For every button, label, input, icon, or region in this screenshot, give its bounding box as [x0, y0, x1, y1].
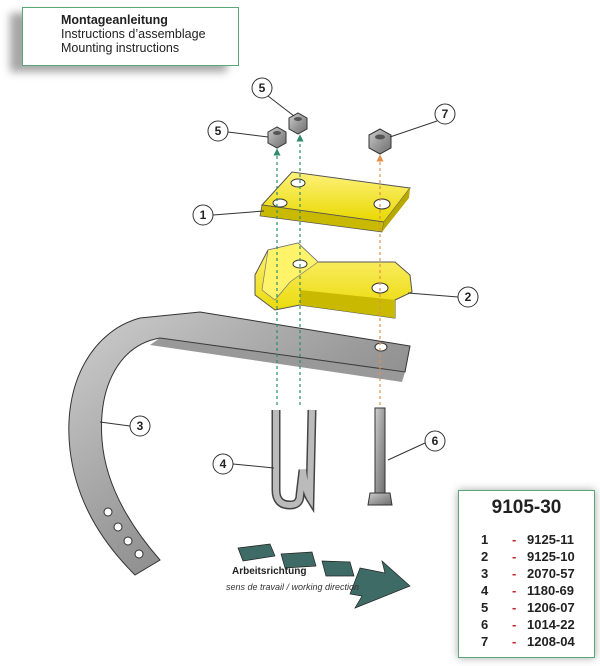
bolt-part-6 — [367, 407, 393, 506]
callout-5a: 5 — [251, 77, 273, 99]
direction-label-de: Arbeitsrichtung — [232, 566, 307, 577]
callout-4: 4 — [212, 453, 234, 475]
part-code: 1208-04 — [527, 634, 575, 649]
plate-part-1 — [259, 171, 411, 233]
part-pos: 6 — [481, 617, 489, 632]
part-pos: 5 — [481, 600, 489, 615]
part-pos: 1 — [481, 532, 489, 547]
part-code: 1180-69 — [527, 583, 574, 598]
svg-text:5: 5 — [259, 81, 266, 95]
separator: - — [512, 549, 517, 564]
callout-3: 3 — [129, 415, 151, 437]
set-number: 9105-30 — [491, 497, 562, 518]
parts-row: 7 -1208-04 — [481, 633, 594, 650]
separator: - — [512, 634, 517, 649]
separator: - — [512, 600, 517, 615]
parts-row: 4 -1180-69 — [481, 582, 594, 599]
parts-row: 1 -9125-11 — [481, 531, 594, 548]
part-code: 1014-22 — [527, 617, 575, 632]
parts-list: 1-9125-11 2-9125-10 3-2070-57 4-1180-69 … — [481, 531, 594, 650]
parts-row: 5 -1206-07 — [481, 599, 594, 616]
part-pos: 4 — [481, 583, 489, 598]
part-code: 2070-57 — [527, 566, 575, 581]
direction-label-fr-en: sens de travail / working direction — [226, 582, 360, 592]
title-english: Mounting instructions — [61, 41, 180, 55]
part-pos: 2 — [481, 549, 489, 564]
assembly-guide-lines — [273, 134, 384, 405]
separator: - — [512, 583, 517, 598]
separator: - — [512, 532, 517, 547]
svg-text:6: 6 — [432, 434, 439, 448]
bracket-part-2 — [254, 242, 413, 319]
parts-row: 3 -2070-57 — [481, 565, 594, 582]
svg-text:5: 5 — [215, 124, 222, 138]
nut-part-7 — [368, 128, 392, 155]
part-code: 9125-11 — [527, 532, 574, 547]
u-bolt-part-4 — [271, 409, 317, 514]
working-direction-arrow — [237, 543, 411, 609]
part-pos: 3 — [481, 566, 489, 581]
svg-text:2: 2 — [465, 290, 472, 304]
title-german: Montageanleitung — [61, 13, 168, 27]
part-pos: 7 — [481, 634, 489, 649]
separator: - — [512, 566, 517, 581]
callout-1: 1 — [192, 204, 214, 226]
callout-leaders — [99, 95, 459, 469]
title-french: Instructions d’assemblage — [61, 27, 206, 41]
title-box: Montageanleitung Instructions d’assembla… — [22, 7, 239, 66]
part-code: 9125-10 — [527, 549, 575, 564]
callout-2: 2 — [457, 286, 479, 308]
parts-list-box: 9105-30 1-9125-11 2-9125-10 3-2070-57 4-… — [458, 490, 595, 658]
svg-text:7: 7 — [442, 107, 449, 121]
separator: - — [512, 617, 517, 632]
parts-row: 2 -9125-10 — [481, 548, 594, 565]
svg-text:1: 1 — [200, 208, 207, 222]
callout-5b: 5 — [207, 120, 229, 142]
parts-row: 6 -1014-22 — [481, 616, 594, 633]
nut-part-5b — [288, 112, 308, 135]
svg-text:3: 3 — [137, 419, 144, 433]
shank-part-3 — [68, 311, 411, 576]
nut-part-5a — [267, 126, 287, 149]
callout-6: 6 — [424, 430, 446, 452]
part-code: 1206-07 — [527, 600, 575, 615]
callout-7: 7 — [434, 103, 456, 125]
svg-text:4: 4 — [220, 457, 227, 471]
